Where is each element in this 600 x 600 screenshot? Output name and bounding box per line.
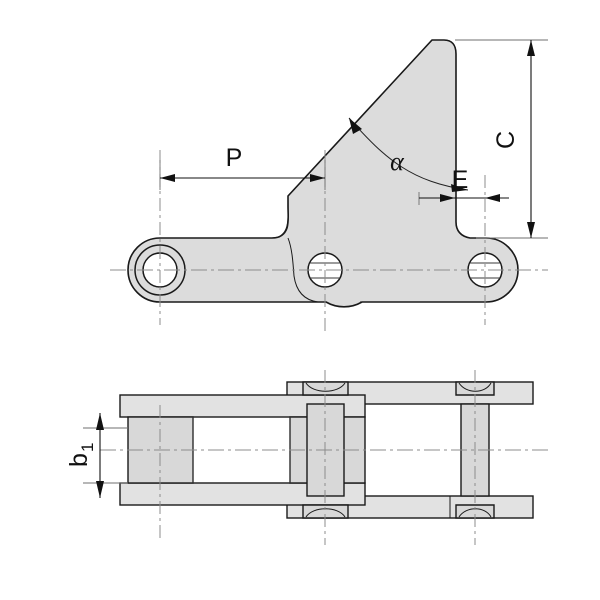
inner-plate-bottom [119,482,366,506]
attachment-waist-notch [271,195,289,239]
alpha-angle-arc [348,117,469,191]
e-arrow-left [440,194,455,202]
c-arrow-top [527,40,535,56]
p-arrow-left [160,174,175,182]
attachment-tip-fillet [432,39,457,55]
mid-boss-curve [287,237,319,303]
side-elevation-view: P C E α [110,39,548,335]
dim-label-b1-subscript: 1 [78,443,97,452]
alpha-arrow-upper [349,118,362,134]
b1-arrow-bottom [96,481,104,498]
dim-label-c: C [492,131,520,149]
attachment-angled-face [287,39,433,197]
inner-plate-top [119,394,366,418]
attachment-base-fillet [455,221,471,239]
right-pin-head-bottom [455,504,495,519]
e-arrow-right [485,194,500,202]
dim-label-b1-base: b [65,453,93,467]
mid-pin-head-top-rivet-arc [305,382,346,392]
b1-arrow-top [96,413,104,430]
plan-view: b 1 [65,370,548,545]
dim-label-alpha: α [390,147,405,176]
c-arrow-bottom [527,222,535,238]
p-arrow-right [310,174,325,182]
mid-pin-head-bottom [302,504,349,519]
left-lug-outline [127,237,161,303]
right-pin-head-top-rivet-arc [458,382,492,392]
dim-label-p: P [226,144,243,172]
alpha-arrow-lower [451,184,468,192]
b1-label-group: b 1 [65,443,97,467]
